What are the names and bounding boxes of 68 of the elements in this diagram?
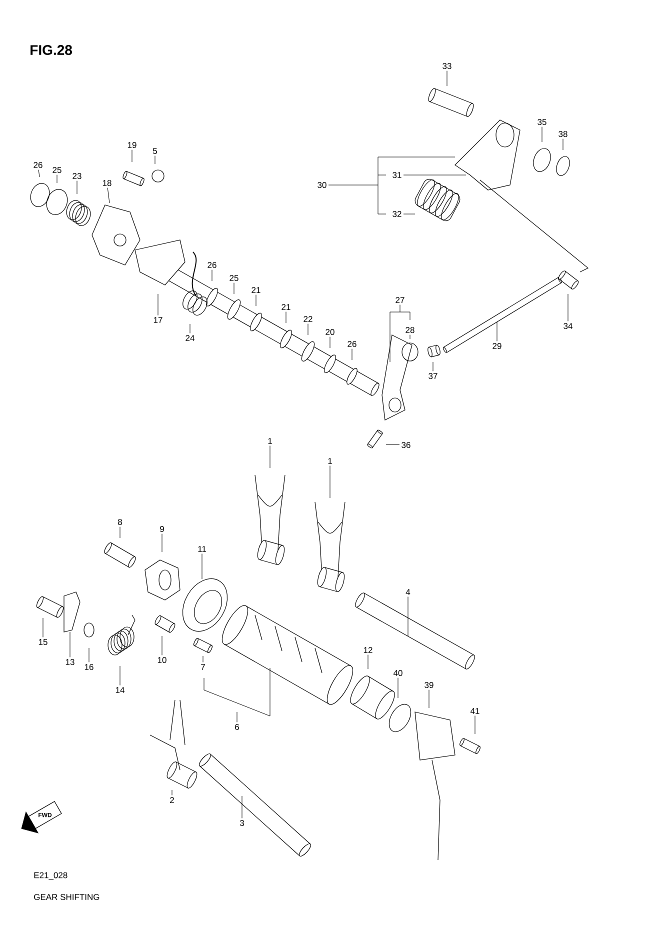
- callout-number: 25: [52, 167, 62, 174]
- callout-number: 21: [282, 304, 290, 310]
- callout-number: 29: [492, 343, 502, 350]
- callout-number: 27: [396, 297, 404, 303]
- callout-number: 32: [392, 211, 402, 218]
- callout-number: 9: [160, 526, 164, 532]
- callout-number: 34: [564, 323, 572, 330]
- callout-number: 12: [364, 647, 372, 653]
- leader-line: [38, 170, 40, 178]
- callout-number: 28: [406, 327, 414, 334]
- leader-line: [328, 156, 456, 214]
- callout-number: 3: [240, 820, 244, 826]
- callout-number: 31: [392, 172, 402, 178]
- callout-number: 23: [72, 173, 82, 180]
- callout-number: 36: [402, 442, 410, 448]
- leader-line: [88, 648, 90, 662]
- leader-line: [154, 156, 156, 164]
- callout-number: 10: [158, 657, 166, 663]
- callout-number: 16: [84, 664, 94, 670]
- figure-caption: GEAR SHIFTING: [34, 894, 100, 900]
- callout-number: 26: [34, 162, 42, 168]
- callout-number: 39: [424, 682, 434, 688]
- callout-number: 8: [118, 519, 122, 525]
- callout-number: 20: [326, 329, 334, 336]
- leader-line: [446, 70, 448, 86]
- callout-number: 11: [198, 546, 206, 552]
- leader-line: [202, 656, 204, 663]
- callout-number: 37: [428, 373, 438, 380]
- leader-line: [42, 618, 44, 638]
- callout-number: 14: [116, 687, 124, 693]
- callout-number: 33: [442, 63, 452, 70]
- callout-number: 18: [102, 180, 112, 186]
- leader-line: [474, 715, 476, 734]
- callout-number: 19: [128, 142, 136, 148]
- callout-number: 13: [66, 659, 74, 665]
- drawing-code: E21_028: [34, 872, 68, 880]
- callout-number: 26: [348, 341, 356, 348]
- leader-line: [107, 188, 110, 204]
- leader-line: [204, 668, 270, 722]
- callout-number: 2: [170, 797, 174, 803]
- callout-number: 38: [558, 131, 568, 138]
- callout-number: 30: [318, 182, 326, 188]
- callout-number: 25: [230, 275, 238, 282]
- callout-number: 17: [154, 317, 162, 323]
- callout-number: 7: [201, 664, 205, 670]
- leader-line: [432, 362, 434, 372]
- leader-line: [56, 174, 58, 184]
- callout-number: 35: [538, 119, 546, 126]
- leader-line: [496, 322, 498, 342]
- callout-number: 40: [393, 670, 402, 676]
- callout-number: 15: [38, 639, 48, 645]
- figure-title: FIG.28: [30, 45, 72, 55]
- callout-number: 26: [208, 262, 216, 268]
- leader-line: [562, 138, 564, 150]
- callout-number: 21: [252, 287, 260, 293]
- callout-number: 22: [304, 316, 312, 322]
- leader-line: [76, 180, 78, 194]
- callout-number: 24: [186, 335, 194, 341]
- callout-number: 6: [235, 724, 239, 730]
- leader-line: [386, 444, 400, 445]
- callout-number: 5: [152, 148, 157, 154]
- leader-line: [403, 174, 466, 176]
- leader-line: [428, 690, 430, 708]
- callout-number: 4: [406, 589, 410, 595]
- callout-number: 1: [328, 458, 332, 464]
- leader-line: [390, 304, 410, 362]
- callout-number: 1: [268, 438, 272, 444]
- callout-number: 41: [470, 708, 480, 714]
